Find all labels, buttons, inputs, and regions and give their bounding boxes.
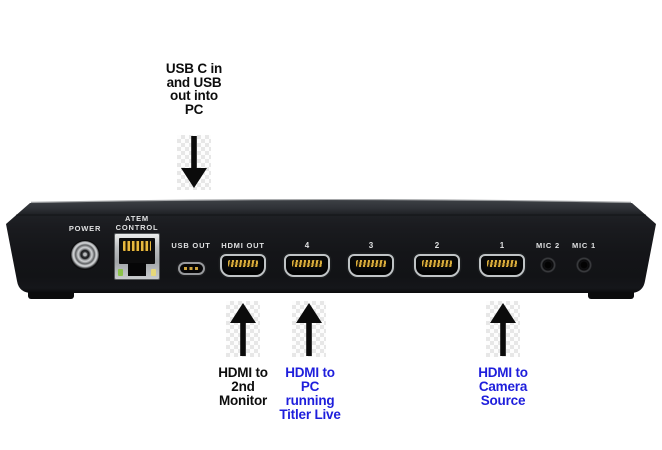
hdmi-input-4-port [284, 254, 330, 277]
hdmi-pins [228, 260, 258, 267]
titler-note-line: running [285, 393, 335, 408]
ethernet-tab-slot [128, 263, 146, 276]
up-arrow-icon [486, 301, 520, 357]
ethernet-opening [119, 238, 155, 264]
up-arrow-icon [292, 301, 326, 357]
hdmi-input-2-group: 2 [405, 241, 469, 277]
hdmi-input-2-port [414, 254, 460, 277]
up-arrow-icon [226, 301, 260, 357]
hdmi-pins [422, 260, 452, 267]
hdmi-input-4-label: 4 [304, 241, 310, 250]
ethernet-pins [123, 241, 151, 251]
atem-control-label-line2: CONTROL [115, 223, 159, 232]
titler-note-line: Titler Live [279, 407, 341, 422]
monitor-note-line: HDMI to [218, 365, 268, 380]
camera-note-line: Camera [478, 379, 528, 394]
ethernet-port [114, 233, 160, 280]
atem-control-port-group: ATEM CONTROL [105, 214, 169, 280]
hdmi-pins [292, 260, 322, 267]
monitor-note: HDMI to 2nd Monitor [198, 366, 288, 408]
mic-1-jack [576, 257, 592, 273]
camera-note-line: Source [480, 393, 526, 408]
hdmi-input-3-port [348, 254, 394, 277]
ethernet-led-green [118, 269, 123, 276]
hdmi-input-3-group: 3 [339, 241, 403, 277]
usb-c-pins [183, 267, 199, 270]
titler-note-line: HDMI to [285, 365, 335, 380]
mic-2-jack [540, 257, 556, 273]
hdmi-out-port [220, 254, 266, 277]
monitor-note-line: 2nd [231, 379, 255, 394]
mic-1-label: MIC 1 [571, 241, 596, 250]
camera-note-line: HDMI to [478, 365, 528, 380]
mic-1-port-group: MIC 1 [564, 241, 604, 273]
mic-2-label: MIC 2 [535, 241, 560, 250]
titler-note: HDMI to PC running Titler Live [264, 366, 356, 422]
usb-note: USB C in and USB out into PC [134, 62, 254, 116]
hdmi-input-3-label: 3 [368, 241, 374, 250]
hdmi-pins [487, 260, 517, 267]
power-port-group: POWER [53, 224, 117, 269]
hdmi-out-port-group: HDMI OUT [211, 241, 275, 277]
power-label: POWER [68, 224, 102, 233]
hdmi-input-2-label: 2 [434, 241, 440, 250]
usb-out-port-group: USB OUT [159, 241, 223, 275]
hdmi-input-1-group: 1 [470, 241, 534, 277]
hdmi-out-label: HDMI OUT [221, 241, 265, 250]
usb-c-port [177, 262, 205, 275]
hdmi-input-1-port [479, 254, 525, 277]
monitor-note-line: Monitor [218, 393, 268, 408]
down-arrow-icon [177, 135, 211, 190]
titler-note-line: PC [300, 379, 320, 394]
power-connector [71, 241, 99, 269]
usb-out-label: USB OUT [171, 241, 211, 250]
hdmi-input-1-label: 1 [499, 241, 505, 250]
usb-note-line: and USB [166, 74, 222, 90]
camera-note: HDMI to Camera Source [456, 366, 550, 408]
atem-control-label-line1: ATEM [125, 214, 149, 223]
usb-note-line: out into [170, 88, 218, 103]
mic-2-port-group: MIC 2 [528, 241, 568, 273]
hdmi-input-4-group: 4 [275, 241, 339, 277]
ethernet-led-amber [151, 269, 156, 276]
hdmi-pins [356, 260, 386, 267]
usb-note-line: USB C in [165, 61, 223, 76]
usb-note-line: PC [184, 101, 204, 117]
